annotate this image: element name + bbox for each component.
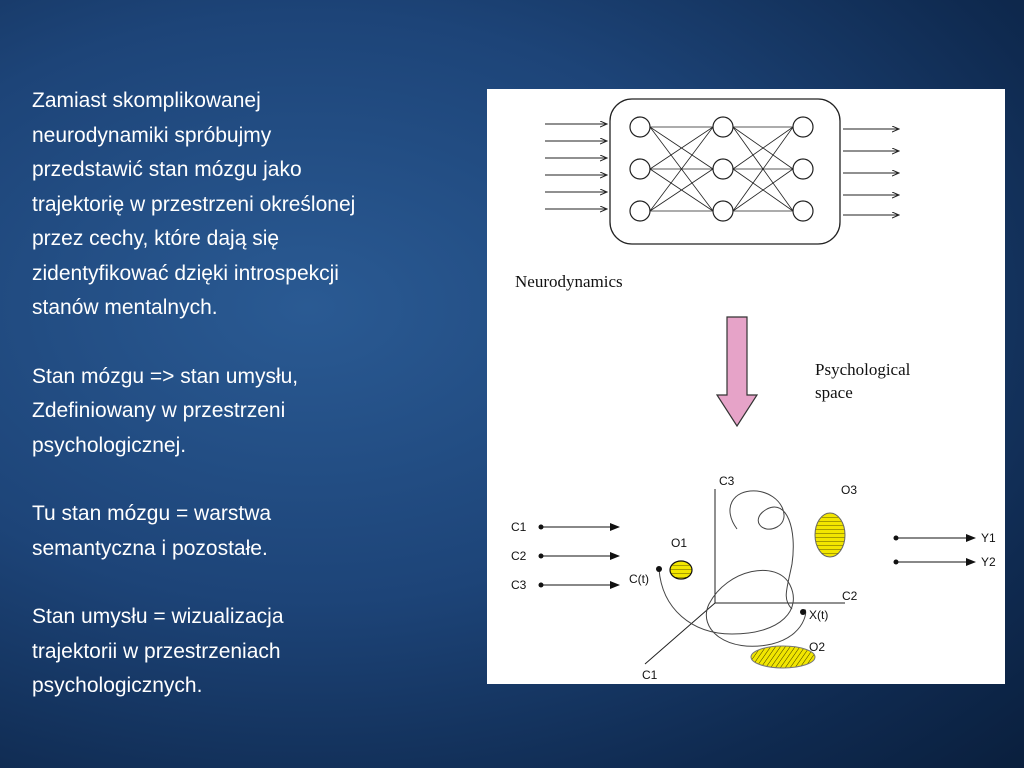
axis-c1 <box>644 602 716 665</box>
text-line: semantyczna i pozostałe. <box>32 536 268 560</box>
text-line: Zdefiniowany w przestrzeni <box>32 399 286 422</box>
trajectory-upper <box>729 490 794 610</box>
object-o1-label: O1 <box>671 536 687 550</box>
object-o2 <box>750 645 816 669</box>
input-c2-label: C2 <box>511 549 527 563</box>
slide-text: Zamiast skomplikowanej neurodynamiki spr… <box>32 84 452 738</box>
input-c3-label: C3 <box>511 578 527 592</box>
text-line: Stan umysłu = wizualizacja <box>32 605 284 628</box>
text-line: trajektorię w przestrzeni określonej <box>32 192 356 216</box>
paragraph-4: Stan umysłu = wizualizacja trajektorii w… <box>32 600 452 704</box>
trajectory-end-point <box>800 609 806 615</box>
psych-space: C3 C2 C1 C(t) X(t) O1 O3 O2 C1 C2 C3 <box>511 474 996 682</box>
axis-c3-label: C3 <box>719 474 735 488</box>
network-box <box>609 98 841 245</box>
axis-c2-label: C2 <box>842 589 858 603</box>
object-o1 <box>669 560 693 580</box>
input-c1-label: C1 <box>511 520 527 534</box>
object-o3-label: O3 <box>841 483 857 497</box>
text-line: trajektorii w przestrzeniach <box>32 639 281 663</box>
axis-c1-label: C1 <box>642 668 658 682</box>
object-o3 <box>814 512 846 558</box>
neural-network <box>545 98 899 245</box>
neurodynamics-diagram: Neurodynamics Psychological space C3 C2 … <box>511 98 996 682</box>
paragraph-2: Stan mózgu => stan umysłu, Zdefiniowany … <box>32 360 452 464</box>
output-y2-label: Y2 <box>981 555 996 569</box>
text-line: Tu stan mózgu = warstwa <box>32 502 272 525</box>
text-line: Stan mózgu => stan umysłu, <box>32 364 299 388</box>
space-label: space <box>815 383 853 402</box>
output-y1-label: Y1 <box>981 531 996 545</box>
trajectory-start-point <box>656 566 662 572</box>
neurodynamics-label: Neurodynamics <box>515 272 623 291</box>
text-line: neurodynamiki spróbujmy <box>32 123 272 147</box>
transform-arrow <box>715 316 759 428</box>
text-line: przedstawić stan mózgu jako <box>32 158 302 181</box>
text-line: stanów mentalnych. <box>32 296 218 319</box>
text-line: Zamiast skomplikowanej <box>32 89 261 112</box>
object-o2-label: O2 <box>809 640 825 654</box>
psychological-label: Psychological <box>815 360 911 379</box>
paragraph-1: Zamiast skomplikowanej neurodynamiki spr… <box>32 84 452 326</box>
paragraph-3: Tu stan mózgu = warstwa semantyczna i po… <box>32 497 452 566</box>
text-line: zidentyfikować dzięki introspekcji <box>32 261 339 285</box>
trajectory-end-label: X(t) <box>809 608 828 622</box>
diagram-figure: Neurodynamics Psychological space C3 C2 … <box>487 89 1005 684</box>
text-line: przez cechy, które dają się <box>32 227 280 250</box>
trajectory-start-label: C(t) <box>629 572 649 586</box>
trajectory-lower <box>658 568 807 647</box>
text-line: psychologicznej. <box>32 433 187 457</box>
text-line: psychologicznych. <box>32 674 203 697</box>
